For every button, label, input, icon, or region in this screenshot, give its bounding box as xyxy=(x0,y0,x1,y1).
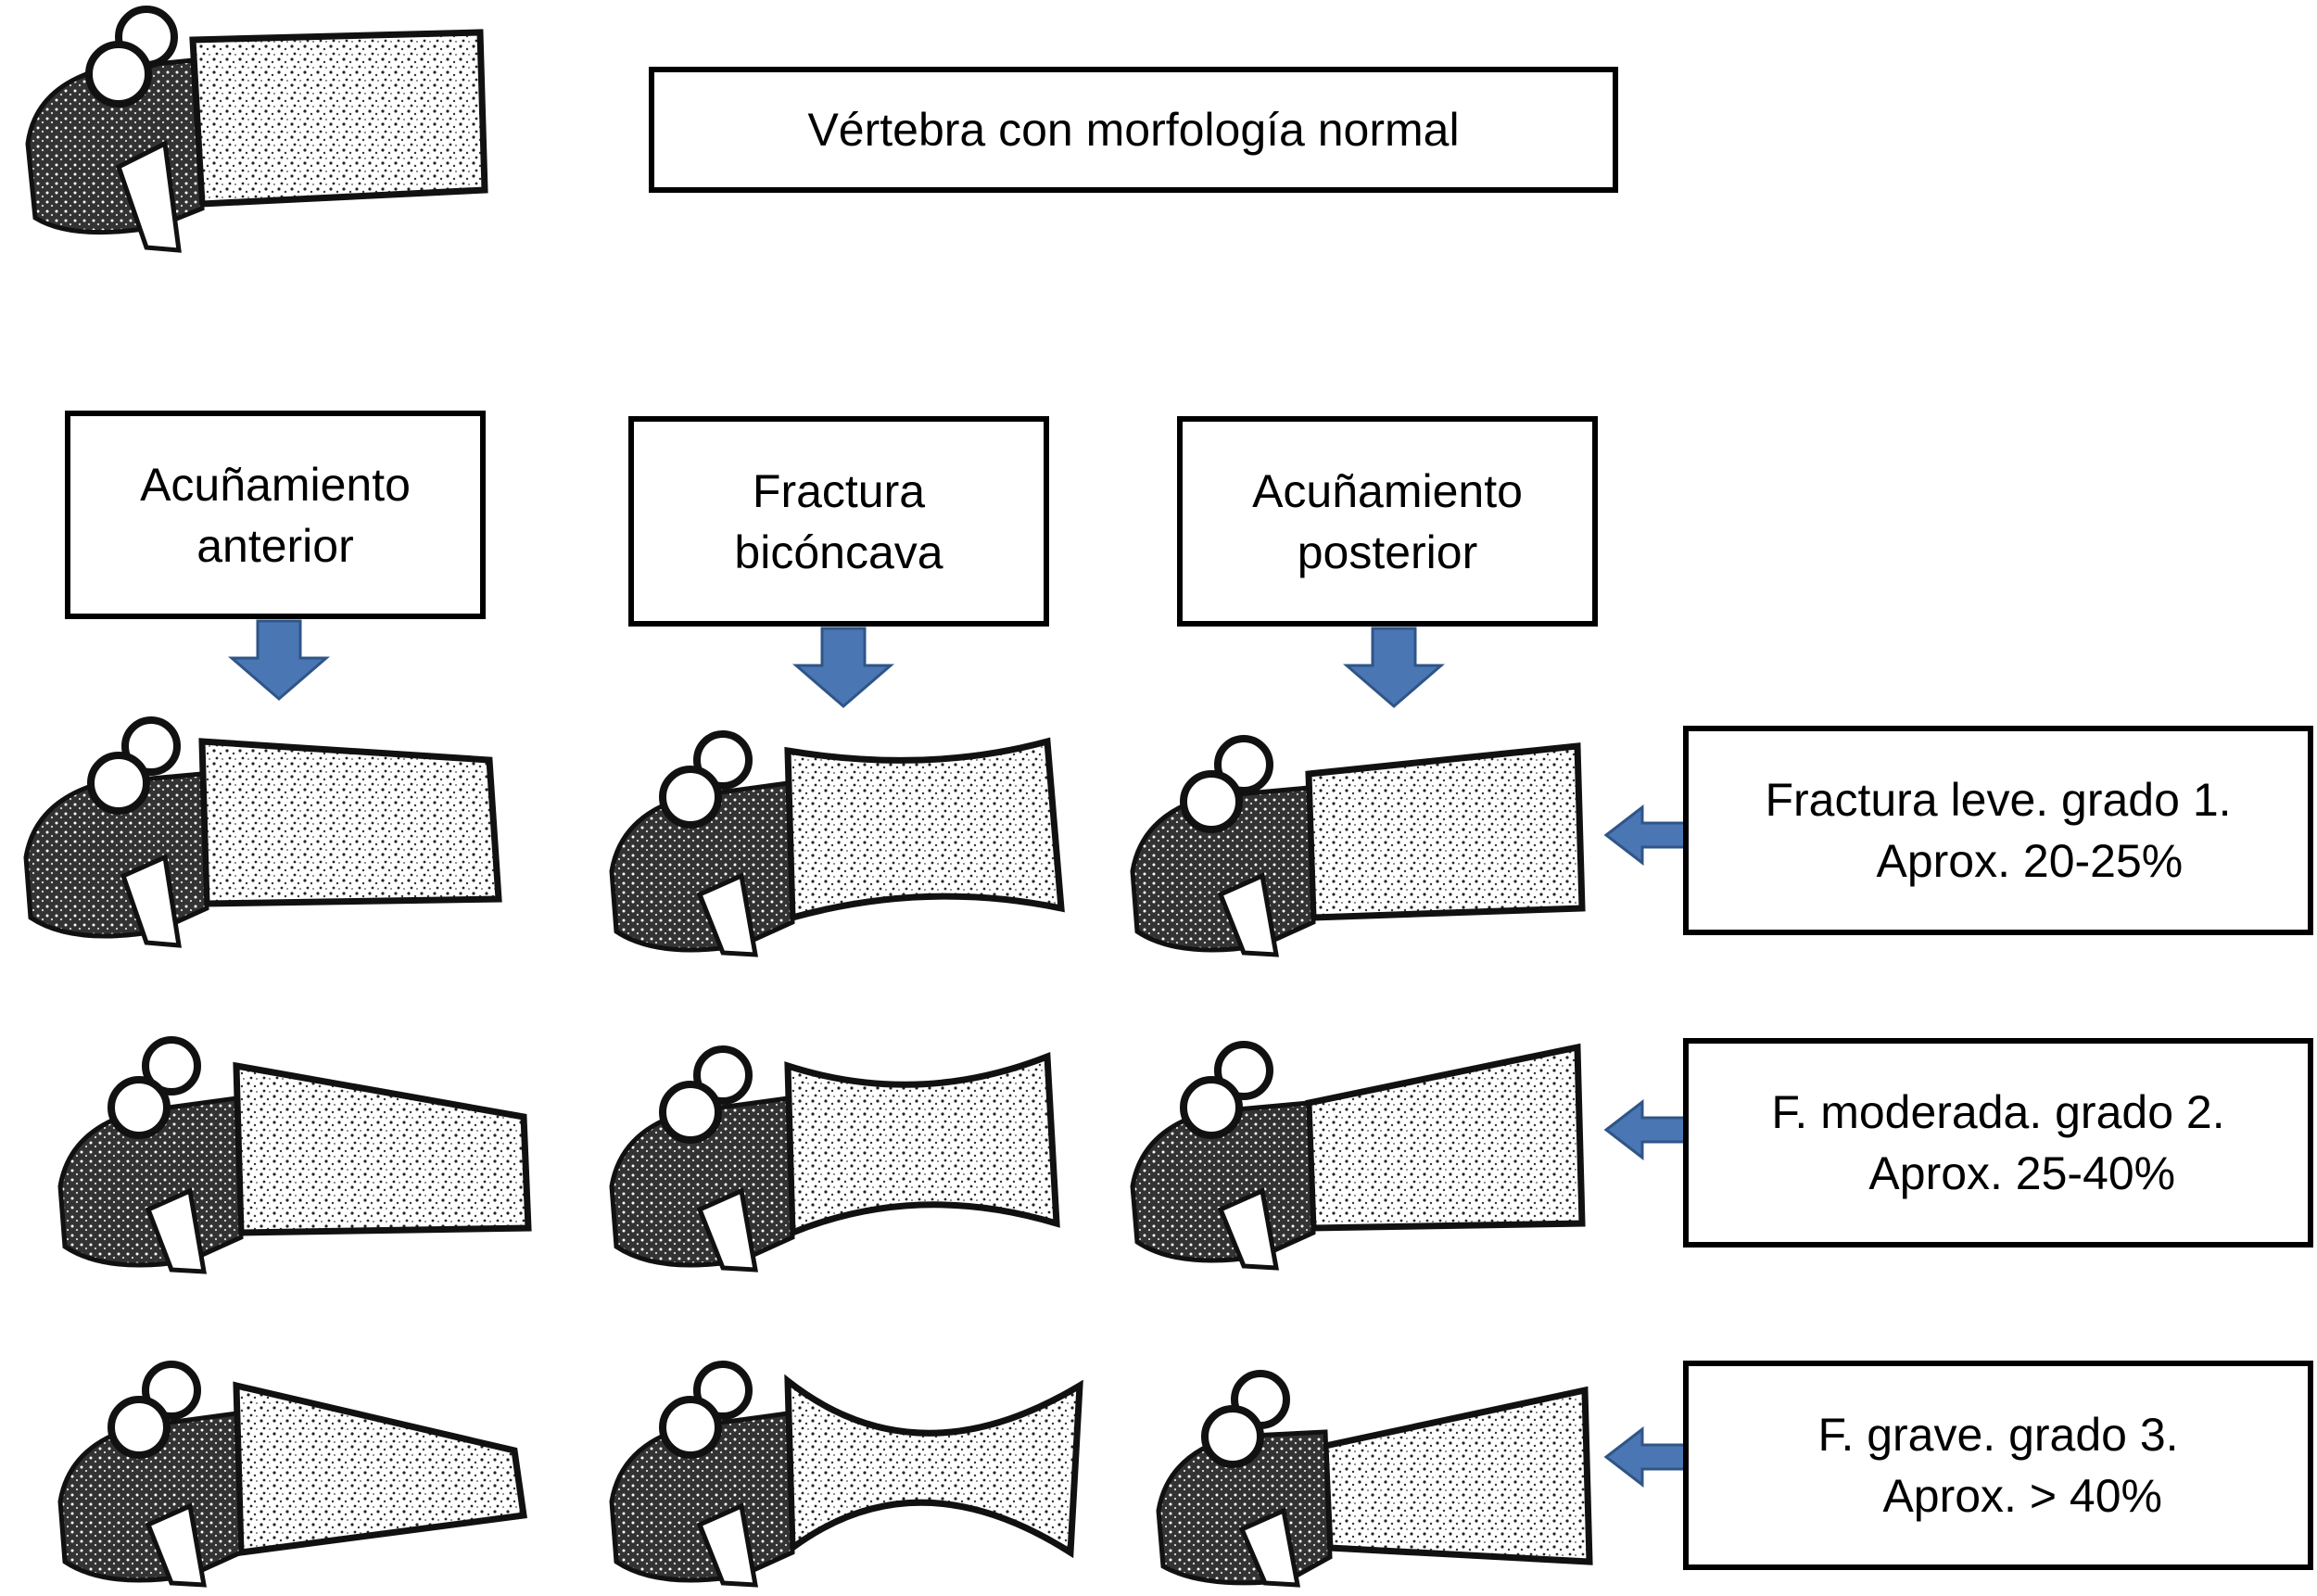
left-arrow-icon xyxy=(1603,1426,1696,1488)
vertebra-posterior-grade3-image xyxy=(1156,1370,1593,1588)
normal-vertebra-label: Vértebra con morfología normal xyxy=(807,104,1460,156)
grade-line2: Aprox. 20-25% xyxy=(1876,835,2184,887)
vertebra-posterior-grade1-image xyxy=(1130,735,1586,957)
vertebra-anterior-grade1-image xyxy=(23,716,502,948)
column-header-line2: bicóncava xyxy=(734,526,943,578)
normal-vertebra-label-box: Vértebra con morfología normal xyxy=(649,67,1618,193)
column-header-line1: Fractura xyxy=(752,464,926,517)
column-header-line1: Acuñamiento xyxy=(140,458,411,511)
grade-line2: Aprox. 25-40% xyxy=(1868,1147,2176,1199)
vertebra-anterior-grade3-image xyxy=(57,1361,527,1588)
grade-box-severe: F. grave. grado 3. Aprox. > 40% xyxy=(1683,1361,2313,1570)
vertebra-posterior-grade2-image xyxy=(1130,1041,1586,1271)
left-arrow-icon xyxy=(1603,804,1696,866)
vertebra-biconcave-grade2-image xyxy=(609,1045,1060,1273)
down-arrow-icon xyxy=(228,619,330,701)
vertebra-biconcave-grade1-image xyxy=(609,730,1065,957)
grade-box-mild: Fractura leve. grado 1. Aprox. 20-25% xyxy=(1683,726,2313,935)
column-header-posterior-wedge: Acuñamiento posterior xyxy=(1177,416,1598,627)
vertebra-biconcave-grade3-image xyxy=(609,1361,1083,1588)
column-header-anterior-wedge: Acuñamiento anterior xyxy=(65,411,486,619)
vertebra-normal-image xyxy=(25,6,488,253)
grade-box-moderate: F. moderada. grado 2. Aprox. 25-40% xyxy=(1683,1038,2313,1248)
grade-line1: F. grave. grado 3. xyxy=(1817,1409,2179,1461)
grade-line1: Fractura leve. grado 1. xyxy=(1765,774,2232,826)
left-arrow-icon xyxy=(1603,1099,1696,1160)
down-arrow-icon xyxy=(792,627,894,708)
column-header-biconcave: Fractura bicóncava xyxy=(628,416,1049,627)
grade-line1: F. moderada. grado 2. xyxy=(1771,1086,2225,1138)
down-arrow-icon xyxy=(1343,627,1445,708)
column-header-line1: Acuñamiento xyxy=(1252,464,1523,517)
column-header-line2: anterior xyxy=(196,519,354,572)
vertebra-anterior-grade2-image xyxy=(57,1036,532,1274)
column-header-line2: posterior xyxy=(1297,526,1478,578)
grade-line2: Aprox. > 40% xyxy=(1882,1470,2162,1522)
